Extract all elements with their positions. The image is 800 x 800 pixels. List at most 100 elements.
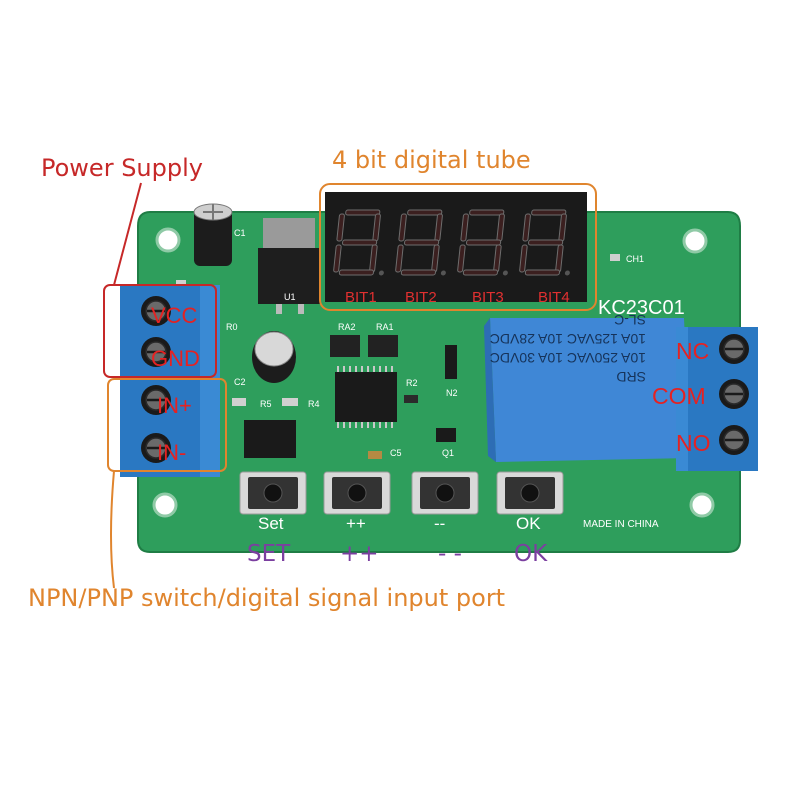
component-label: RA1 xyxy=(376,322,394,332)
digit-3 xyxy=(457,209,508,276)
segment xyxy=(345,209,381,216)
segment xyxy=(400,269,436,276)
plus-button-caption: ++ xyxy=(340,541,379,567)
segment xyxy=(460,213,469,242)
resistor-array-ra2 xyxy=(330,335,360,357)
minus-button-caption: - - xyxy=(438,541,462,567)
decimal-point xyxy=(564,270,570,276)
segment xyxy=(519,244,528,273)
segment xyxy=(469,209,505,216)
microcontroller-chip xyxy=(335,366,397,428)
decimal-point xyxy=(440,270,446,276)
transistor-q1 xyxy=(436,428,456,442)
component-label: R5 xyxy=(260,399,272,409)
terminal-label-nc: NC xyxy=(676,338,709,364)
resistor-array-ra1 xyxy=(368,335,398,357)
diode-n2 xyxy=(445,345,457,379)
terminal-screw xyxy=(719,379,749,409)
optocoupler xyxy=(244,420,296,458)
terminal-label-no: NO xyxy=(676,430,711,456)
component-label: C1 xyxy=(234,228,246,238)
input-port-label: NPN/PNP switch/digital signal input port xyxy=(28,584,506,612)
made-in-silkscreen: MADE IN CHINA xyxy=(583,519,659,530)
terminal-label-vcc: VCC xyxy=(151,303,198,328)
digit-4 xyxy=(519,209,570,276)
segment xyxy=(338,269,374,276)
segment xyxy=(524,269,560,276)
bit-label: BIT1 xyxy=(345,289,377,306)
digit-2 xyxy=(395,209,446,276)
capacitor-c1 xyxy=(193,203,233,266)
terminal-label-inminus: IN- xyxy=(157,440,186,465)
input-port-box xyxy=(107,378,227,472)
smd-resistor-r4 xyxy=(282,398,298,406)
relay-marking: 10A 125VAC 10A 28VDC xyxy=(490,331,646,347)
capacitor-c5 xyxy=(368,451,382,459)
set-button-caption: SET xyxy=(247,541,291,567)
terminal-screw xyxy=(141,433,171,463)
bit-label: BIT3 xyxy=(472,289,504,306)
smd-resistor-r5 xyxy=(232,398,246,406)
board-model-silkscreen: KC23C01 xyxy=(598,297,685,319)
mount-hole-bottom-left xyxy=(152,492,178,518)
digit-1 xyxy=(333,209,384,276)
segment xyxy=(407,209,443,216)
left-terminal-block xyxy=(120,285,220,477)
button-silk-label: -- xyxy=(434,514,445,533)
ok-button-caption: OK xyxy=(514,541,548,567)
segment xyxy=(336,213,345,242)
power-supply-box xyxy=(103,284,217,378)
decimal-point xyxy=(502,270,508,276)
seven-segment-display: BIT1 BIT2 BIT3 BIT4 xyxy=(325,192,587,306)
terminal-screw xyxy=(141,296,171,326)
relay-marking: 10A 250VAC 10A 30VDC xyxy=(490,350,646,366)
digital-tube-box xyxy=(319,183,597,311)
mount-hole-top-left xyxy=(155,227,181,253)
bit-label: BIT2 xyxy=(405,289,437,306)
tact-buttons xyxy=(239,471,564,515)
segment xyxy=(457,244,466,273)
component-label: C5 xyxy=(390,448,402,458)
left-terminal-labels: VCC GND IN+ IN- xyxy=(151,303,200,465)
segment xyxy=(531,209,567,216)
smd-resistor-r2 xyxy=(404,395,418,403)
capacitor-c2 xyxy=(252,331,296,383)
component-silkscreen-labels: C1U1RA2RA1R2N2Q1C5R5R4C2R0CH1N1 xyxy=(190,228,644,458)
button-silk-label: OK xyxy=(516,514,541,533)
component-label: C2 xyxy=(234,377,246,387)
bit-label: BIT4 xyxy=(538,289,570,306)
component-label: Q1 xyxy=(442,448,454,458)
voltage-regulator-u1 xyxy=(258,218,320,314)
segment xyxy=(342,239,378,246)
component-label: R0 xyxy=(226,322,238,332)
power-supply-label: Power Supply xyxy=(41,154,203,182)
component-label: R4 xyxy=(308,399,320,409)
callouts xyxy=(103,182,597,589)
digit-segments xyxy=(333,209,570,276)
terminal-screw xyxy=(719,334,749,364)
segment xyxy=(398,213,407,242)
terminal-screw xyxy=(141,337,171,367)
segment xyxy=(333,244,342,273)
power-supply-pointer xyxy=(113,182,142,286)
decimal-point xyxy=(378,270,384,276)
segment xyxy=(528,239,564,246)
input-port-pointer xyxy=(110,470,115,589)
button-silk-label: Set xyxy=(258,514,284,533)
component-label: CH1 xyxy=(626,254,644,264)
component-label: RA2 xyxy=(338,322,356,332)
component-label: U1 xyxy=(284,292,296,302)
segment xyxy=(404,239,440,246)
smd-led-n1 xyxy=(176,280,186,286)
segment xyxy=(522,213,531,242)
terminal-label-gnd: GND xyxy=(151,346,200,371)
terminal-screw xyxy=(141,385,171,415)
tact-switch-3 xyxy=(411,471,479,515)
terminal-label-inplus: IN+ xyxy=(157,393,192,418)
component-label: N2 xyxy=(446,388,458,398)
right-terminal-block xyxy=(676,327,758,471)
